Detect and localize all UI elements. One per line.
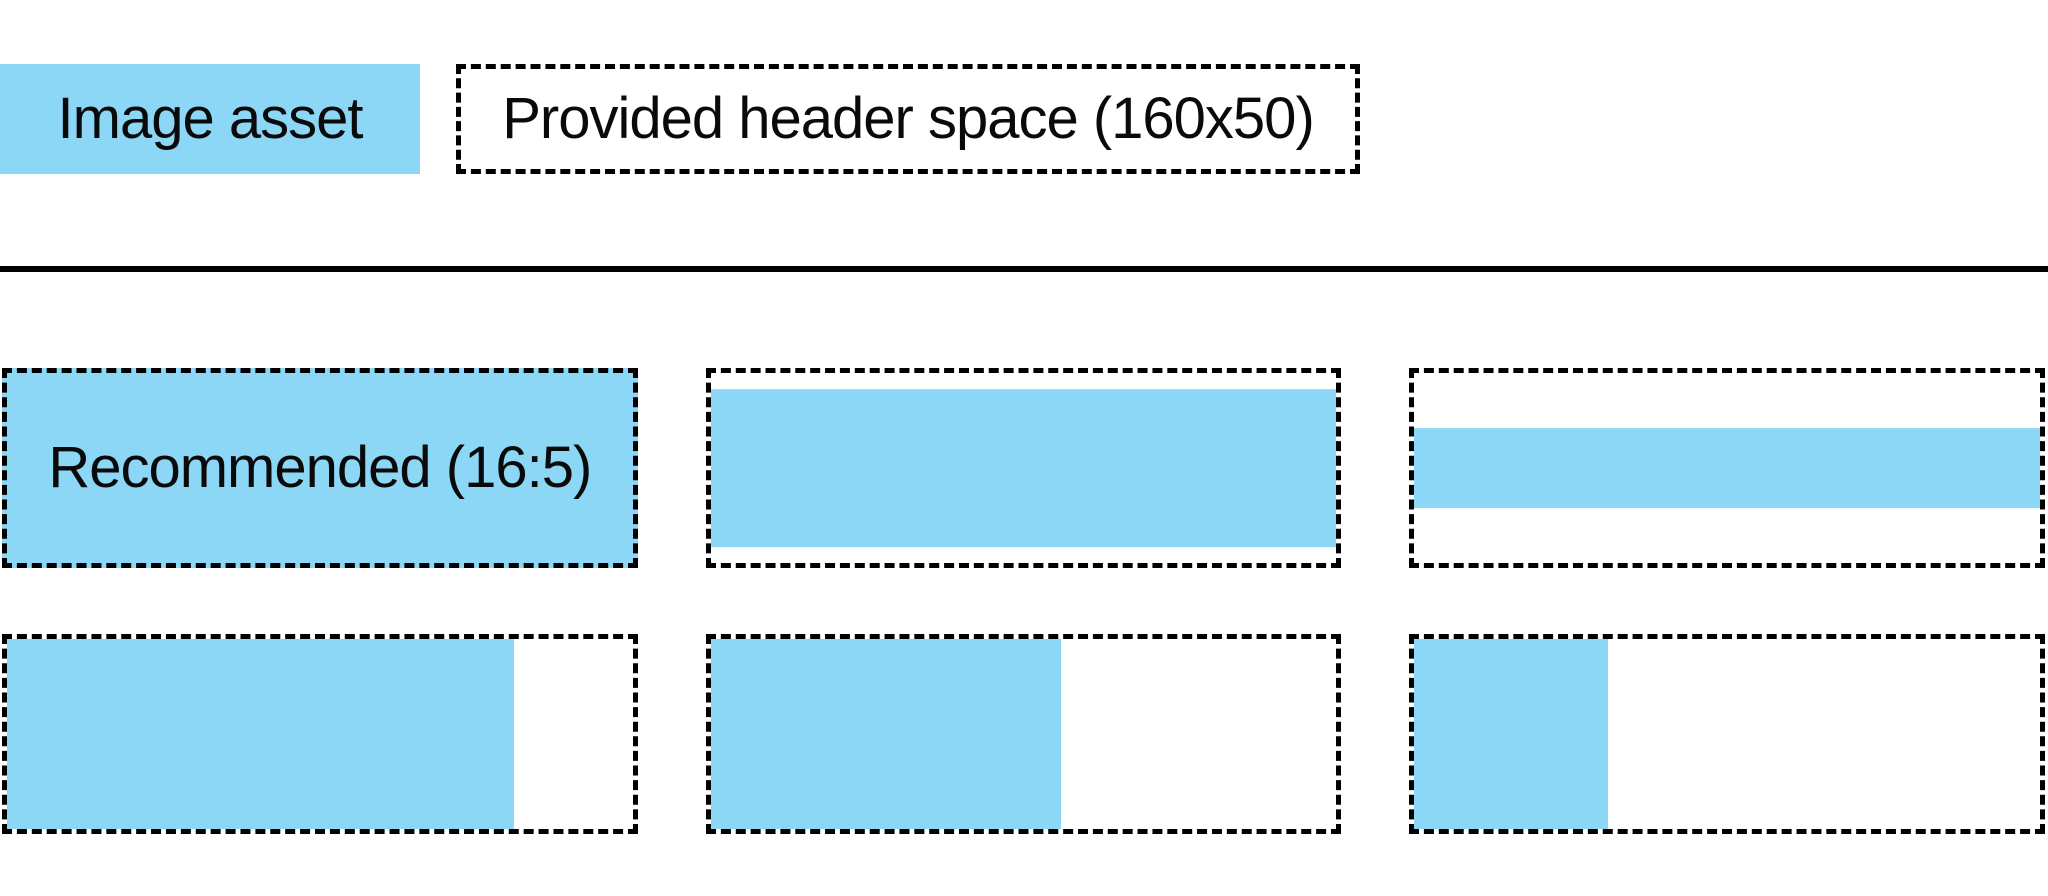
tile-tall-fit-height-small bbox=[1409, 634, 2045, 834]
image-asset-fill bbox=[7, 373, 633, 563]
provided-header-space-label: Provided header space (160x50) bbox=[502, 86, 1315, 151]
image-asset-legend-swatch: Image asset bbox=[0, 64, 420, 174]
tile-tall-fit-height-medium bbox=[705, 634, 1342, 834]
image-asset-fill bbox=[7, 639, 514, 829]
section-divider bbox=[0, 266, 2048, 272]
image-asset-label: Image asset bbox=[57, 86, 364, 151]
tile-recommended: Recommended (16:5) bbox=[2, 368, 638, 568]
provided-header-space-box: Provided header space (160x50) bbox=[456, 64, 1360, 174]
image-asset-fill bbox=[710, 389, 1337, 547]
aspect-ratio-examples-grid: Recommended (16:5) bbox=[2, 368, 2045, 834]
recommended-label: Recommended (16:5) bbox=[48, 435, 592, 500]
tile-ultrawide-fit-width bbox=[1409, 368, 2045, 568]
image-asset-fill bbox=[1414, 639, 1609, 829]
image-asset-fill bbox=[1414, 428, 2040, 508]
tile-wide-fit-width bbox=[705, 368, 1342, 568]
image-asset-fill bbox=[710, 639, 1062, 829]
tile-tall-fit-height-large bbox=[2, 634, 638, 834]
